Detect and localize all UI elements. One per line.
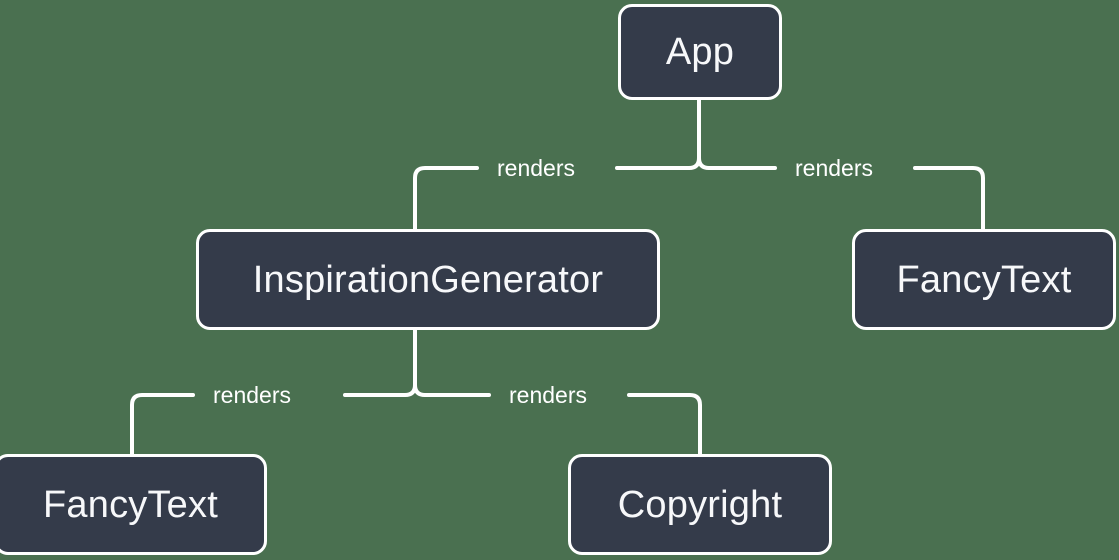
node-app[interactable]: App: [618, 4, 782, 100]
edge-label-app-to-inspiration-generator: renders: [497, 155, 575, 181]
wire-inspiration-elbow: [413, 166, 479, 231]
wire-copyright-elbow: [627, 393, 702, 456]
node-inspiration-generator[interactable]: InspirationGenerator: [196, 229, 660, 330]
wire-inspiration-stem: [403, 328, 417, 397]
node-fancytext-right-label: FancyText: [896, 258, 1072, 301]
edge-label-inspiration-generator-to-copyright: renders: [509, 382, 587, 408]
wire-bottom-fancytext-elbow: [130, 393, 195, 456]
wire-app-stem-right: [697, 98, 711, 170]
node-fancytext-bottom-left-label: FancyText: [43, 483, 218, 526]
node-inspiration-generator-label: InspirationGenerator: [252, 258, 604, 301]
wire-app-stem: [687, 98, 701, 170]
edge-label-app-to-fancytext-right: renders: [795, 155, 873, 181]
wire-fancytext-elbow: [913, 166, 985, 231]
node-fancytext-right[interactable]: FancyText: [852, 229, 1116, 330]
node-copyright-label: Copyright: [617, 483, 783, 526]
node-fancytext-bottom-left[interactable]: FancyText: [0, 454, 267, 555]
node-copyright[interactable]: Copyright: [568, 454, 832, 555]
edge-label-inspiration-generator-to-fancytext: renders: [213, 382, 291, 408]
node-app-label: App: [665, 31, 735, 73]
wire-inspiration-stem-right: [413, 328, 427, 397]
